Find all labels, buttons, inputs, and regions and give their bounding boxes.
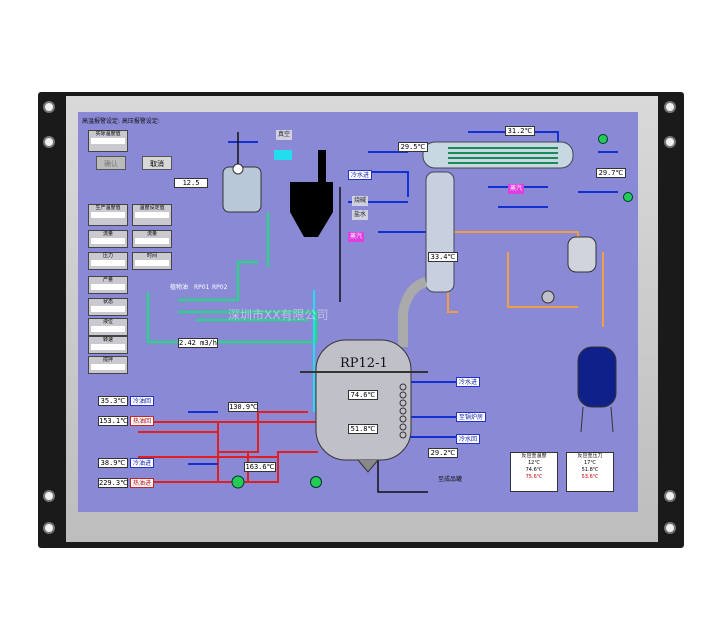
mount-hole: [664, 136, 676, 148]
cold-oil-in-tag: 冷油进: [130, 458, 155, 468]
left-panel-title: 压力: [102, 253, 113, 259]
left-panel-card: 流量: [132, 230, 172, 248]
left-panel-card: 流量: [88, 230, 128, 248]
left-panel-card: 时间: [132, 252, 172, 270]
column-temp-display: 33.4℃: [428, 252, 458, 262]
cold-water-in-tag: 冷水进: [348, 170, 373, 180]
left-panel-title: 产量: [102, 277, 113, 283]
vacuum-tag: 真空: [276, 130, 293, 140]
left-panel-card: 实际温度值: [88, 130, 128, 152]
panel-title: 反应釜压力: [577, 453, 603, 459]
left-panel-title: 时间: [146, 253, 157, 259]
hot-oil-in-tag: 热油进: [130, 478, 155, 488]
cancel-button[interactable]: 取消: [142, 156, 172, 170]
panel-value-2: 51.8℃: [581, 467, 599, 473]
left-panel-value[interactable]: [91, 364, 125, 370]
pump-temp-display: 163.6℃: [244, 462, 276, 472]
mount-hole: [43, 522, 55, 534]
left-panel-card: 搅拌: [88, 356, 128, 374]
left-panel-card: 状态: [88, 298, 128, 316]
panel-value-2: 74.6℃: [525, 467, 543, 473]
coolant-in2-display: 38.9℃: [98, 458, 128, 468]
left-panel-title: 液位: [102, 319, 113, 325]
condenser-temp-display: 31.2℃: [505, 126, 535, 136]
left-panel-value[interactable]: [91, 212, 125, 218]
cold-water-return-tag: 冷水回: [456, 434, 481, 444]
mount-hole: [664, 490, 676, 502]
left-panel-card: 转速: [88, 336, 128, 354]
left-panel-value[interactable]: [91, 284, 125, 290]
left-panel-card: 温度设定值: [132, 204, 172, 226]
left-panel-title: 状态: [102, 299, 113, 305]
left-panel-value[interactable]: [91, 260, 125, 266]
mount-hole: [664, 101, 676, 113]
feed-label-1: 植物油: [170, 284, 189, 291]
steam-tag: 蒸汽: [508, 184, 525, 194]
to-boiler-tag: 至锅炉房: [456, 412, 487, 422]
mount-hole: [43, 101, 55, 113]
coolant-in1-display: 35.3℃: [98, 396, 128, 406]
hmi-screen: 高温报警设定: 高压报警设定: 确认 取消 实际温度值 生产温度值 温度设定值 …: [78, 112, 638, 512]
left-panel-title: 生产温度值: [95, 205, 121, 211]
panel-value-3: 53.6℃: [581, 474, 599, 480]
left-panel-value[interactable]: [135, 212, 169, 218]
hot-oil-out-tag: 热油回: [130, 416, 155, 426]
mount-hole: [664, 522, 676, 534]
cold-water-in-tag-2: 冷水进: [456, 377, 481, 387]
watermark: 深圳市XX有限公司: [228, 308, 329, 322]
mount-hole: [43, 136, 55, 148]
left-panel-title: 实际温度值: [95, 131, 121, 137]
right-top-temp-display: 29.7℃: [596, 168, 626, 178]
coolant-out1-display: 153.1℃: [98, 416, 128, 426]
panel-value-3: 75.6℃: [525, 474, 543, 480]
left-panel-title: 搅拌: [102, 357, 113, 363]
left-panel-value[interactable]: [91, 344, 125, 350]
alarm-settings-title: 高温报警设定: 高压报警设定:: [82, 118, 160, 125]
reactor-temp-panel: 反应釜温度 12℃ 74.6℃ 75.6℃: [510, 452, 558, 492]
coolant-out2-display: 229.3℃: [98, 478, 128, 488]
left-panel-card: 生产温度值: [88, 204, 128, 226]
left-panel-value[interactable]: [91, 238, 125, 244]
valve-status-icon[interactable]: [623, 192, 633, 202]
panel-title: 反应釜温度: [521, 453, 547, 459]
cyan-tag: [274, 150, 292, 160]
discharge-label: 至成品罐: [438, 476, 463, 483]
confirm-button[interactable]: 确认: [96, 156, 126, 170]
reactor-pressure-panel: 反应釜压力 17℃ 51.8℃ 53.6℃: [566, 452, 614, 492]
left-panel-title: 温度设定值: [139, 205, 165, 211]
left-panel-card: 液位: [88, 318, 128, 336]
mount-hole: [43, 490, 55, 502]
panel-value-1: 17℃: [584, 460, 596, 466]
feed-label-2: RP01: [194, 284, 210, 291]
feed-label-3: RP02: [212, 284, 228, 291]
panel-value-1: 12℃: [528, 460, 540, 466]
left-panel-title: 转速: [102, 337, 113, 343]
reactor-top-temp-display: 74.6℃: [348, 390, 378, 400]
reactor-title: RP12-1: [340, 356, 388, 371]
material-a-tag: 烧碱: [352, 196, 369, 206]
left-panel-title: 流量: [146, 231, 157, 237]
material-b-tag: 盐水: [352, 210, 369, 220]
hot-oil-return-tag: 冷油回: [130, 396, 155, 406]
tank-level-display: 12.5: [174, 178, 208, 188]
left-panel-value[interactable]: [91, 306, 125, 312]
reactor-right-temp-display: 29.2℃: [428, 448, 458, 458]
left-top-temp-display: 29.5℃: [398, 142, 428, 152]
line-temp1-display: 130.9℃: [228, 402, 258, 412]
flow-rate-display: 2.42 m3/h: [178, 338, 218, 348]
pump-icon[interactable]: [310, 476, 322, 488]
left-panel-card: 压力: [88, 252, 128, 270]
steam-tag-2: 蒸汽: [348, 232, 365, 242]
left-panel-card: 产量: [88, 276, 128, 294]
left-panel-value[interactable]: [91, 326, 125, 332]
left-panel-title: 流量: [102, 231, 113, 237]
left-panel-value[interactable]: [91, 138, 125, 144]
left-panel-value[interactable]: [135, 238, 169, 244]
left-panel-value[interactable]: [135, 260, 169, 266]
reactor-mid-temp-display: 51.8℃: [348, 424, 378, 434]
valve-status-icon[interactable]: [598, 134, 608, 144]
